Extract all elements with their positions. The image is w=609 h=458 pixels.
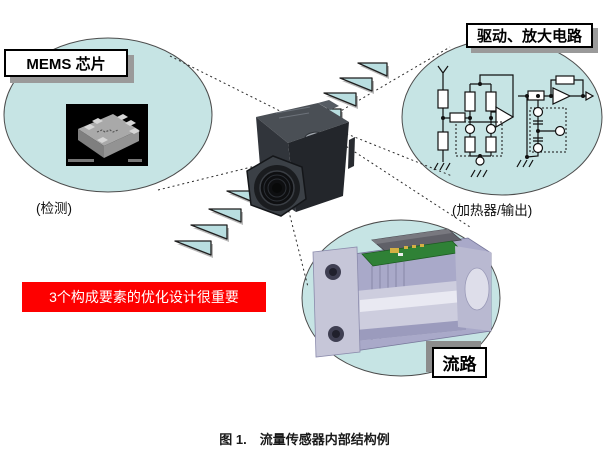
flow-direction-arrow — [339, 77, 373, 92]
flow-direction-arrow — [323, 92, 357, 107]
drive-amplifier-circuit-diagram — [433, 65, 595, 178]
circuit-sublabel-heater-output: (加热器/输出) — [452, 203, 533, 218]
mems-sublabel-detection: (检测) — [36, 201, 72, 216]
flow-direction-arrow — [208, 208, 242, 223]
flow-path-label: 流路 — [432, 347, 487, 378]
flow-sensor-photo — [246, 100, 355, 217]
drive-circuit-label: 驱动、放大电路 — [466, 23, 593, 48]
key-message-banner: 3个构成要素的优化设计很重要 — [22, 282, 266, 312]
flow-path-cutaway-render — [312, 228, 492, 358]
flow-direction-arrow — [190, 224, 228, 240]
mems-chip-photo — [66, 104, 148, 166]
flow-direction-arrow — [357, 62, 388, 77]
figure-caption: 图 1. 流量传感器内部结构例 — [219, 432, 390, 447]
flow-direction-arrow — [174, 240, 212, 256]
flow-arrows-down — [174, 190, 260, 258]
mems-chip-label: MEMS 芯片 — [4, 49, 128, 77]
